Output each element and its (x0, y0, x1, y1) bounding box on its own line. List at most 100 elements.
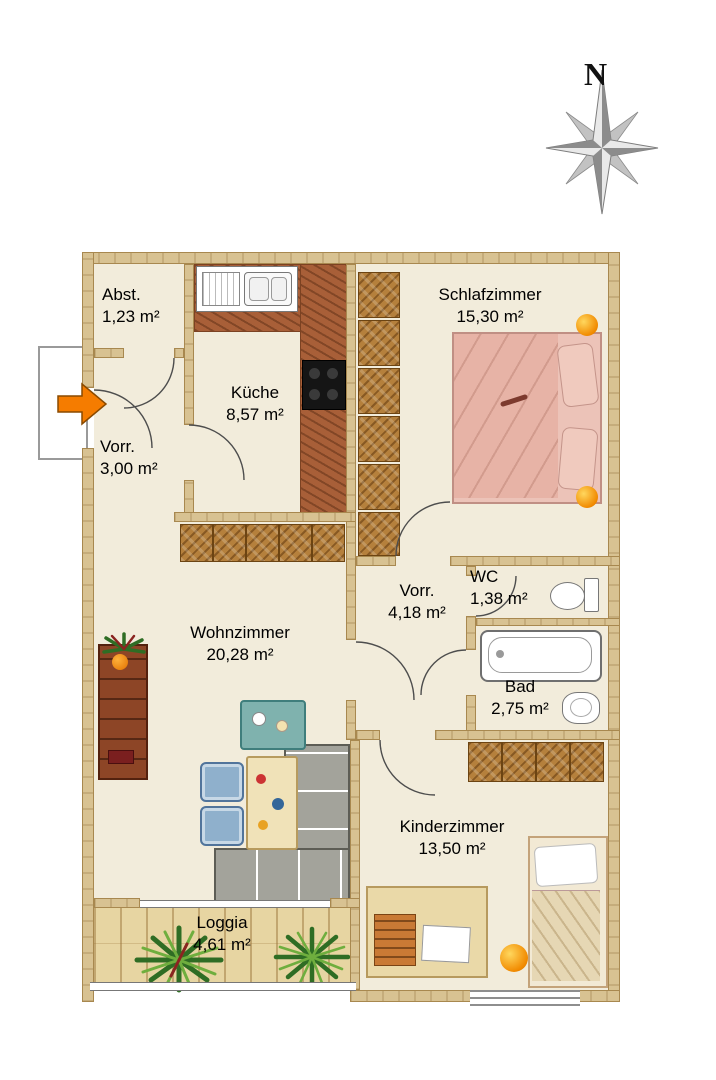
bathtub (480, 630, 602, 682)
room-area: 4,18 m² (388, 603, 446, 623)
wall (356, 730, 380, 740)
wardrobe (536, 742, 570, 782)
decor-box-icon (108, 750, 134, 764)
dish-rack-icon (202, 272, 240, 306)
wall (94, 348, 124, 358)
room-area: 1,38 m² (470, 589, 528, 609)
toilet-tank (584, 578, 599, 612)
room-name: Schlafzimmer (438, 285, 542, 304)
bedside-lamp-icon (576, 314, 598, 336)
sideboard (279, 524, 312, 562)
side-table (240, 700, 306, 750)
burner-icon (309, 368, 320, 379)
wall (466, 695, 476, 740)
stove (302, 360, 346, 410)
sideboard (312, 524, 345, 562)
ball-icon (500, 944, 528, 972)
room-label-abstellraum: Abst. 1,23 m² (102, 284, 182, 328)
pillow (557, 426, 599, 492)
wall (450, 556, 620, 566)
washbasin-icon (562, 692, 600, 724)
wall (608, 252, 620, 1002)
room-area: 3,00 m² (100, 459, 158, 479)
north-label: N (584, 56, 608, 92)
wall (435, 730, 620, 740)
wall (466, 566, 476, 576)
wardrobe (358, 512, 400, 556)
room-area: 20,28 m² (206, 645, 274, 665)
wall (346, 700, 356, 740)
decor-item (252, 712, 266, 726)
drain-icon (496, 650, 504, 658)
decor-item (256, 774, 266, 784)
room-label-schlafzimmer: Schlafzimmer 15,30 m² (420, 284, 560, 328)
decor-item (276, 720, 288, 732)
room-label-wohnzimmer: Wohnzimmer 20,28 m² (175, 622, 305, 666)
chair (200, 806, 244, 846)
pillow (556, 342, 600, 408)
window (470, 990, 580, 1006)
room-name: Vorr. (399, 581, 435, 600)
wardrobe (502, 742, 536, 782)
sofa (214, 848, 350, 906)
room-name: Loggia (196, 913, 248, 932)
wall (466, 616, 476, 650)
room-label-bad: Bad 2,75 m² (478, 676, 562, 720)
room-label-vorraum1: Vorr. 3,00 m² (100, 436, 180, 480)
bookshelf (98, 644, 148, 780)
room-area: 8,57 m² (226, 405, 284, 425)
wall (82, 252, 620, 264)
wall (174, 348, 184, 358)
wall (184, 480, 194, 516)
wall (350, 740, 360, 990)
decor-item (272, 798, 284, 810)
burner-icon (327, 368, 338, 379)
room-area: 2,75 m² (491, 699, 549, 719)
wardrobe (468, 742, 502, 782)
pillow (533, 842, 599, 888)
blanket (454, 334, 558, 498)
bathtub-inner (488, 637, 592, 673)
room-name: Vorr. (100, 437, 135, 456)
wardrobe (570, 742, 604, 782)
wall (174, 512, 356, 522)
plant-icon (273, 926, 351, 988)
wardrobe (358, 320, 400, 366)
wardrobe (358, 464, 400, 510)
room-label-vorraum2: Vorr. 4,18 m² (372, 580, 462, 624)
loggia-floor (94, 906, 350, 984)
sink-bowl (271, 277, 287, 301)
balcony-door-glass (140, 900, 330, 908)
decor-bowl-icon (112, 654, 128, 670)
wall (476, 618, 620, 626)
room-name: Bad (504, 677, 536, 696)
keyboard-icon (374, 914, 416, 966)
wall (94, 898, 140, 908)
wall (82, 252, 94, 388)
wardrobe (358, 272, 400, 318)
loggia-railing (90, 982, 356, 991)
desk (366, 886, 488, 978)
room-label-kueche: Küche 8,57 m² (205, 382, 305, 426)
sink-icon (244, 272, 292, 306)
toilet-bowl-icon (550, 582, 585, 610)
wall (82, 448, 94, 1002)
wall (346, 264, 356, 640)
room-name: Wohnzimmer (190, 623, 290, 642)
paper-sheet (421, 924, 471, 964)
room-name: Abst. (102, 285, 141, 304)
room-name: WC (470, 567, 499, 586)
bedside-lamp-icon (576, 486, 598, 508)
room-area: 13,50 m² (418, 839, 486, 859)
chair (200, 762, 244, 802)
sideboard (213, 524, 246, 562)
sideboard (180, 524, 213, 562)
room-label-kinderzimmer: Kinderzimmer 13,50 m² (382, 816, 522, 860)
room-name: Küche (230, 383, 280, 402)
basin-bowl (570, 698, 592, 717)
wall (356, 556, 396, 566)
wardrobe (358, 416, 400, 462)
plant-icon (102, 632, 146, 654)
single-bed (528, 836, 608, 988)
